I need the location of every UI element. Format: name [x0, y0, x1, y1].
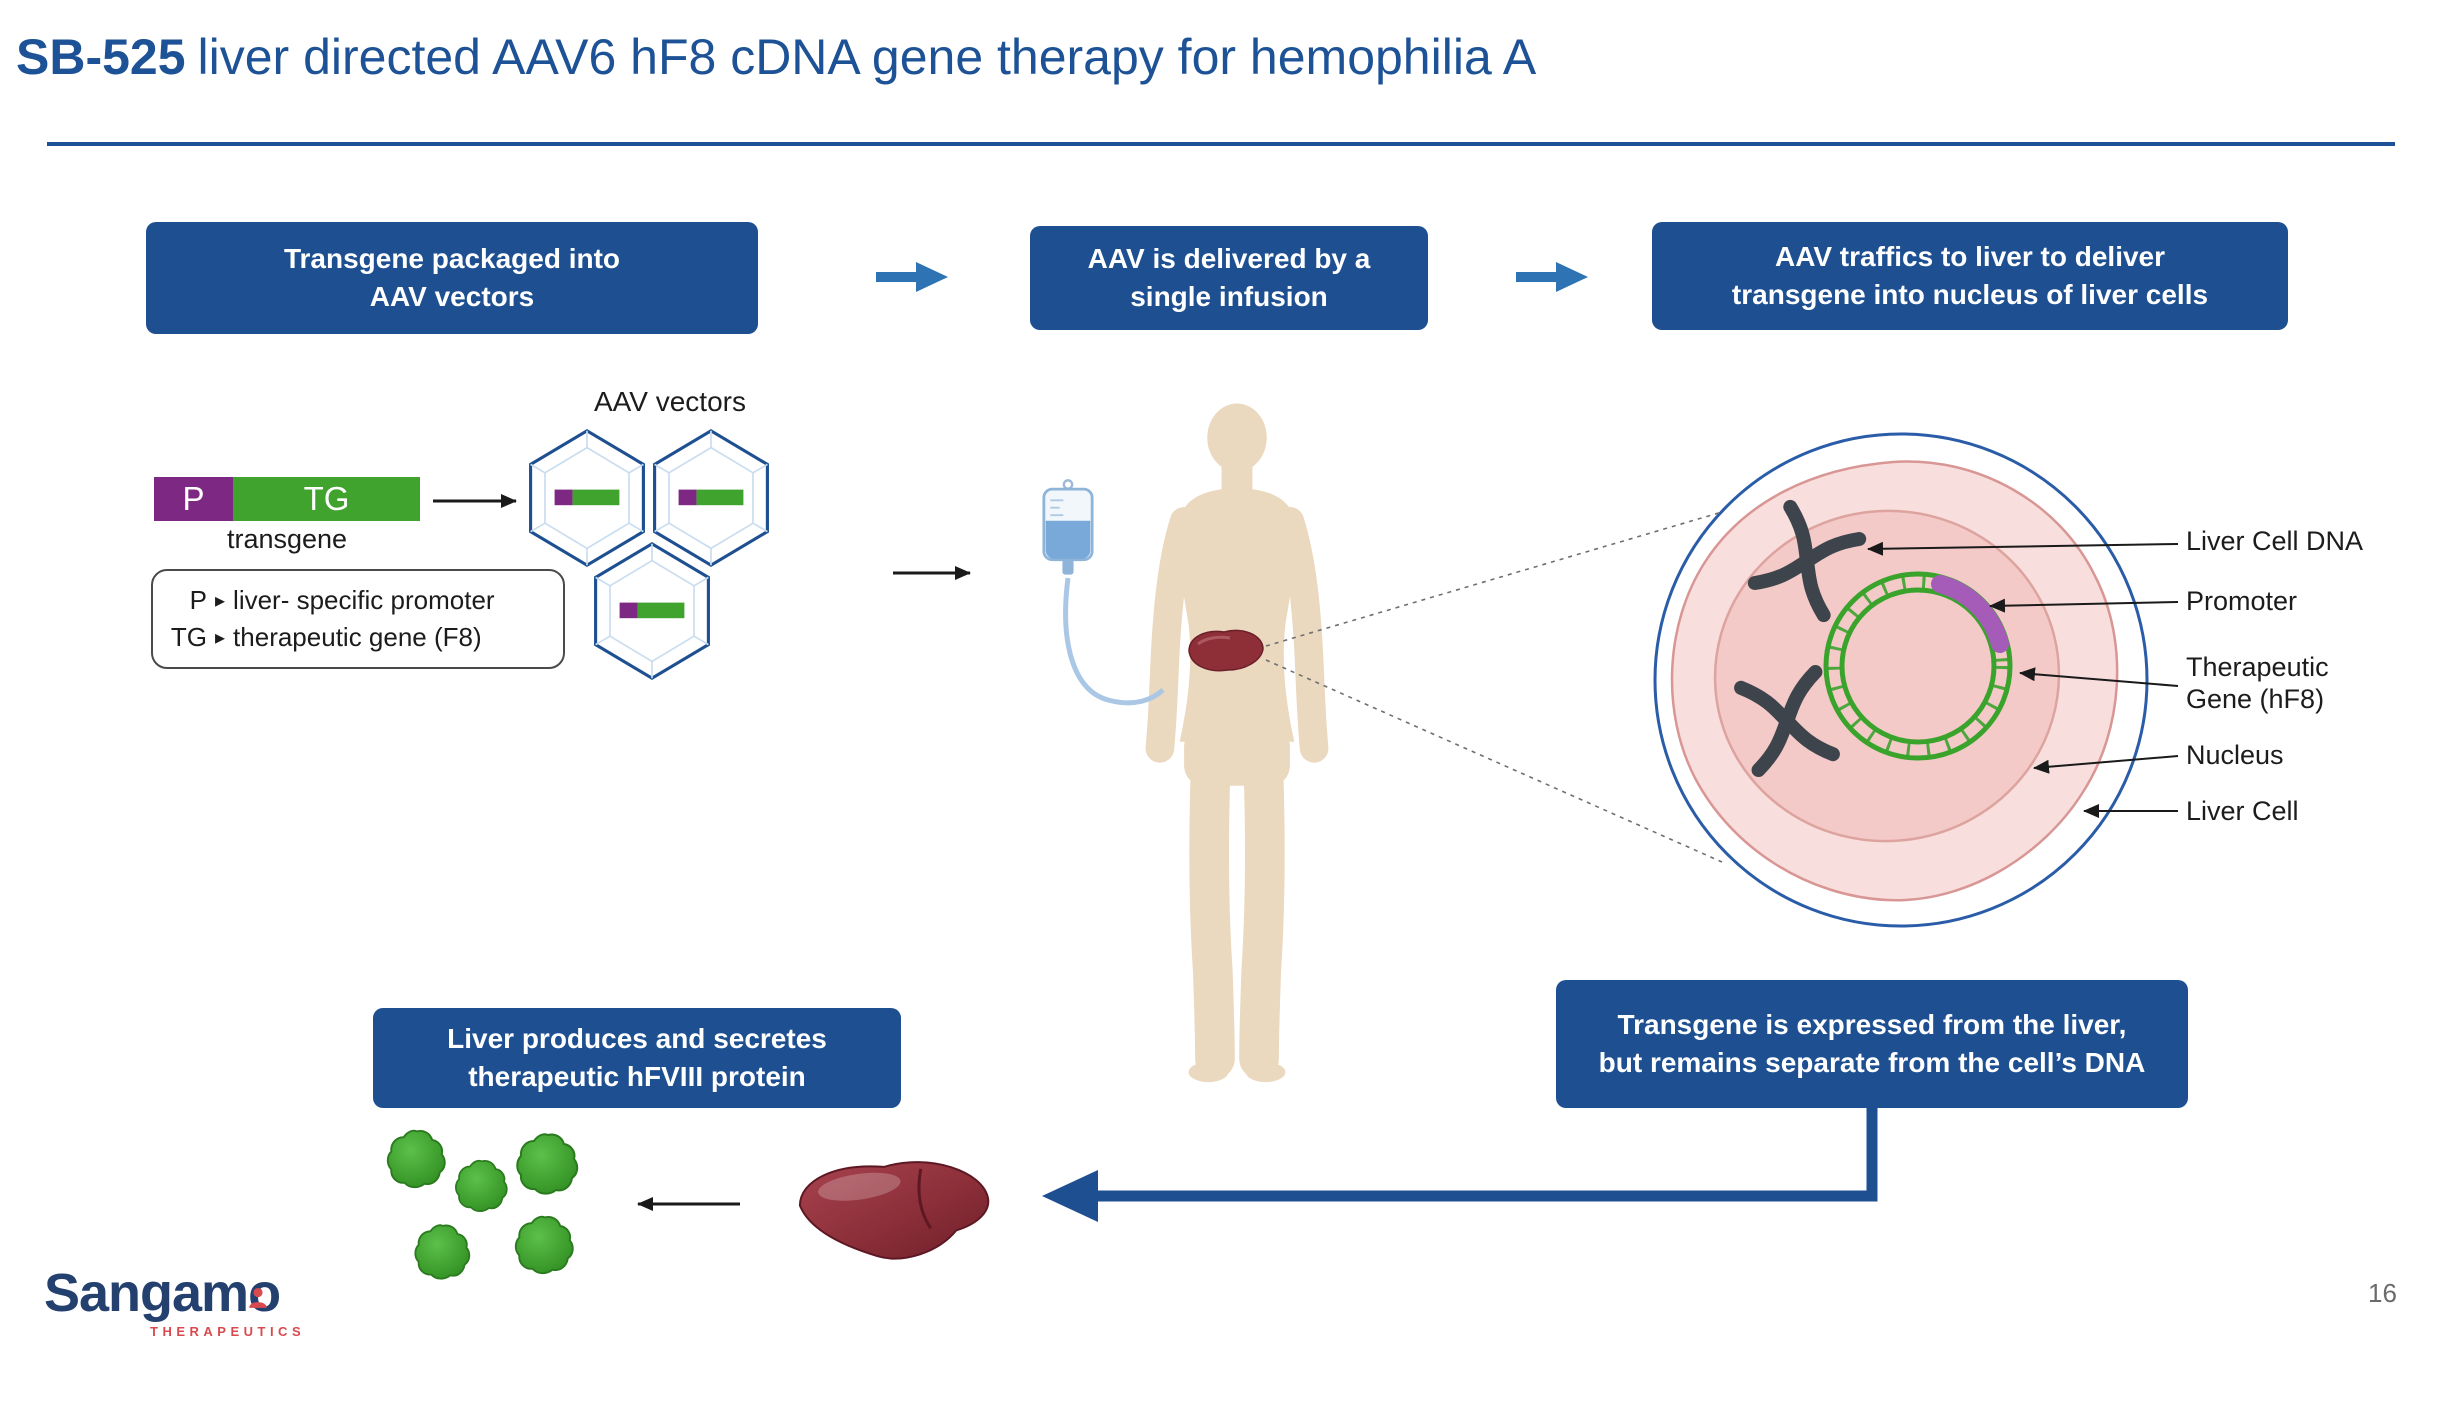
title-text: liver directed AAV6 hF8 cDNA gene therap…	[197, 29, 1537, 85]
logo-subtitle: THERAPEUTICS	[150, 1324, 306, 1339]
promoter-arc	[1931, 575, 2009, 653]
aav-vector-hexagon-3	[594, 541, 710, 681]
flow-arrow-icon-1	[876, 262, 948, 292]
legend-line-promoter: P ▸ liver- specific promoter	[163, 585, 553, 616]
sangamo-logo: Sangamo THERAPEUTICS	[44, 1262, 305, 1339]
produce-line2: therapeutic hFVIII protein	[468, 1061, 806, 1092]
transgene-bar: P TG	[154, 477, 420, 521]
step-box-3-line1: AAV traffics to liver to deliver	[1774, 241, 2166, 273]
step-box-2-line2: single infusion	[1130, 281, 1328, 312]
step-box-3-line2: transgene into nucleus of liver cells	[1731, 279, 2209, 310]
title-underline	[47, 142, 2395, 146]
aav-vector-hexagon-2	[653, 428, 769, 568]
legend-text-promoter: liver- specific promoter	[233, 585, 495, 615]
triangle-bullet-icon: ▸	[215, 590, 226, 612]
episomal-transgene-dna	[1823, 571, 2013, 761]
cell-label-liver-cell: Liver Cell	[2186, 796, 2299, 826]
page-number: 16	[2368, 1278, 2397, 1308]
legend-line-gene: TG ▸ therapeutic gene (F8)	[163, 622, 553, 653]
cell-label-therapeutic-gene: Therapeutic Gene (hF8)	[2186, 652, 2329, 714]
liver-cell-diagram	[1653, 432, 2149, 928]
legend-text-gene: therapeutic gene (F8)	[233, 622, 482, 652]
step-box-2-line1: AAV is delivered by a	[1087, 243, 1371, 275]
step-box-3: AAV traffics to liver to deliver transge…	[1652, 222, 2288, 330]
liver-in-body	[1188, 629, 1264, 672]
hfviii-protein-blobs	[386, 1129, 579, 1280]
cell-label-liver-cell-dna: Liver Cell DNA	[2186, 526, 2364, 556]
blue-return-arrow-line	[1096, 1108, 1878, 1202]
legend-box: P ▸ liver- specific promoter TG ▸ therap…	[151, 569, 565, 669]
human-body-silhouette	[1145, 403, 1329, 1083]
produce-callout-box: Liver produces and secretes therapeutic …	[373, 1008, 901, 1108]
step-box-1-line1: Transgene packaged into	[283, 243, 621, 275]
express-callout-box: Transgene is expressed from the liver, b…	[1556, 980, 2188, 1108]
aav-vectors-heading: AAV vectors	[594, 386, 746, 417]
packaged-promoter	[554, 489, 573, 506]
cell-label-nucleus: Nucleus	[2186, 740, 2284, 770]
transgene-caption: transgene	[226, 524, 348, 554]
chromosome-1	[1747, 499, 1867, 623]
cell-label-promoter: Promoter	[2186, 586, 2298, 616]
chromosome-2	[1734, 665, 1840, 777]
step-box-1-line2: AAV vectors	[369, 281, 535, 312]
express-line2: but remains separate from the cell’s DNA	[1598, 1047, 2146, 1078]
iv-bag-icon	[1042, 479, 1094, 575]
logo-person-icon	[249, 1287, 267, 1308]
legend-key-p: P	[189, 585, 207, 615]
produce-line1: Liver produces and secretes	[447, 1023, 827, 1055]
packaged-gene	[572, 489, 620, 506]
logo-brand-text: Sangamo	[44, 1263, 281, 1323]
logo-wordmark: Sangamo	[44, 1262, 305, 1324]
promoter-segment: P	[154, 477, 233, 521]
legend-key-tg: TG	[170, 622, 207, 652]
blue-return-arrowhead	[1042, 1170, 1098, 1222]
step-box-1: Transgene packaged into AAV vectors	[146, 222, 758, 334]
flow-arrow-icon-2	[1516, 262, 1588, 292]
express-line1: Transgene is expressed from the liver,	[1617, 1009, 2127, 1041]
triangle-bullet-icon: ▸	[215, 627, 226, 649]
step-box-2: AAV is delivered by a single infusion	[1030, 226, 1428, 330]
aav-vector-hexagon-1	[529, 428, 645, 568]
therapeutic-gene-segment: TG	[233, 477, 420, 521]
title-product-code: SB-525	[16, 29, 186, 85]
liver-organ	[798, 1161, 990, 1260]
